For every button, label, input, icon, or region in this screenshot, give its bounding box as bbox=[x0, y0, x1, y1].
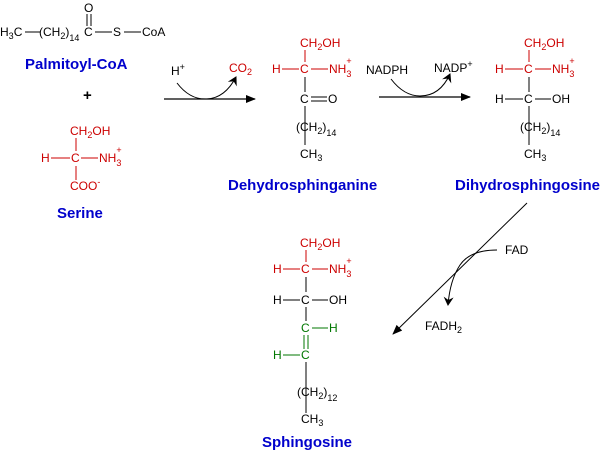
nadp-output: NADP+ bbox=[434, 59, 473, 75]
side-reaction-arc-3 bbox=[443, 249, 498, 306]
c4-carbon: C bbox=[301, 321, 310, 335]
amino-group: NH3+ bbox=[552, 56, 575, 79]
c2-carbon: C bbox=[300, 62, 309, 76]
coa-label: CoA bbox=[142, 25, 165, 39]
side-reaction-arc-2 bbox=[390, 73, 452, 97]
ch2oh-group: CH2OH bbox=[524, 36, 564, 52]
methyl-group: CH3 bbox=[524, 147, 546, 163]
serine-structure: CH2OH H C NH3+ COO- bbox=[41, 124, 122, 193]
hydrogen: H bbox=[495, 92, 504, 106]
methylene-chain: (CH2)14 bbox=[520, 120, 560, 138]
c2-carbon: C bbox=[301, 262, 310, 276]
hydrogen: H bbox=[41, 151, 50, 165]
keto-carbon: C bbox=[300, 92, 309, 106]
hydrogen: H bbox=[273, 293, 282, 307]
compound-name-palmitoyl-coa: Palmitoyl-CoA bbox=[25, 56, 128, 73]
ch2-chain: (CH2)14 bbox=[39, 25, 79, 43]
reaction-2: NADPH NADP+ bbox=[366, 59, 473, 101]
ch2oh-group: CH2OH bbox=[70, 124, 110, 140]
hydroxyl-group: OH bbox=[329, 293, 347, 307]
side-reaction-arc-1 bbox=[176, 76, 237, 100]
proton-input: H+ bbox=[171, 62, 185, 78]
fadh2-output: FADH2 bbox=[425, 319, 462, 335]
carbonyl-oxygen: O bbox=[84, 1, 93, 15]
c5-carbon: C bbox=[301, 348, 310, 362]
hydrogen: H bbox=[329, 321, 338, 335]
co2-output: CO2 bbox=[229, 61, 252, 77]
sulfur: S bbox=[113, 25, 121, 39]
ch2oh-group: CH2OH bbox=[300, 236, 340, 252]
nadph-input: NADPH bbox=[366, 63, 408, 77]
methyl-group: CH3 bbox=[300, 147, 322, 163]
methylene-chain: (CH2)12 bbox=[297, 385, 337, 403]
carboxylate-group: COO- bbox=[70, 177, 100, 193]
compound-name-dehydrosphinganine: Dehydrosphinganine bbox=[228, 177, 377, 194]
methylene-chain: (CH2)14 bbox=[296, 120, 336, 138]
amino-group: NH3+ bbox=[329, 56, 352, 79]
methyl-group: CH3 bbox=[301, 412, 323, 428]
plus-sign: + bbox=[83, 87, 92, 104]
palmitoyl-coa-structure: H3C (CH2)14 C O S CoA bbox=[0, 1, 165, 43]
reaction-1: H+ CO2 bbox=[164, 61, 256, 103]
reaction-3: FAD FADH2 bbox=[392, 202, 529, 335]
compound-name-dihydrosphingosine: Dihydrosphingosine bbox=[455, 177, 600, 194]
amino-group: NH3+ bbox=[99, 145, 122, 168]
hydrogen: H bbox=[272, 62, 281, 76]
keto-oxygen: O bbox=[328, 92, 337, 106]
hydrogen: H bbox=[273, 348, 282, 362]
alpha-carbon: C bbox=[71, 151, 80, 165]
c2-carbon: C bbox=[524, 62, 533, 76]
amino-group: NH3+ bbox=[329, 256, 352, 279]
dehydrosphinganine-structure: CH2OH H C NH3+ C O (CH2)14 CH3 bbox=[272, 36, 352, 163]
h3c-label: H3C bbox=[0, 25, 23, 41]
hydroxyl-group: OH bbox=[552, 92, 570, 106]
carbonyl-carbon: C bbox=[84, 25, 93, 39]
c3-carbon: C bbox=[301, 293, 310, 307]
ch2oh-group: CH2OH bbox=[300, 36, 340, 52]
compound-name-serine: Serine bbox=[57, 205, 103, 222]
sphingosine-structure: CH2OH H C NH3+ H C OH C H H C bbox=[273, 236, 352, 428]
hydrogen: H bbox=[273, 262, 282, 276]
dihydrosphingosine-structure: CH2OH H C NH3+ H C OH (CH2)14 CH3 bbox=[495, 36, 575, 163]
c3-carbon: C bbox=[524, 92, 533, 106]
hydrogen: H bbox=[495, 62, 504, 76]
reaction-arrow-3 bbox=[392, 202, 528, 335]
compound-name-sphingosine: Sphingosine bbox=[262, 434, 352, 451]
fad-input: FAD bbox=[505, 243, 529, 257]
